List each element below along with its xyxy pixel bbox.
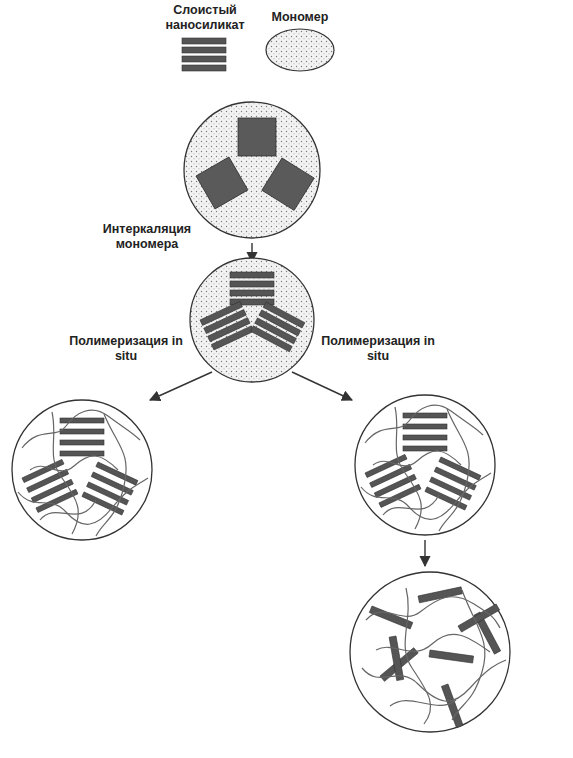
process-arrow: [292, 372, 352, 400]
step-label: Полимеризация in situ: [66, 334, 186, 364]
step-label: Интеркаляция мономера: [88, 222, 206, 252]
intercalation-circle: [190, 258, 314, 382]
nanosilicate-stack: [182, 38, 226, 71]
intercalated-composite: [12, 400, 152, 540]
component-label: Мономер: [260, 10, 340, 25]
process-arrow: [150, 372, 212, 400]
component-label: Слоистый наносиликат: [150, 3, 260, 33]
intercalated-composite: [355, 395, 495, 535]
process-arrow: [424, 540, 425, 566]
monomer-drop: [266, 29, 334, 71]
mixture-circle: [184, 102, 320, 238]
exfoliated-composite: [350, 572, 510, 732]
step-label: Полимеризация in situ: [318, 334, 438, 364]
